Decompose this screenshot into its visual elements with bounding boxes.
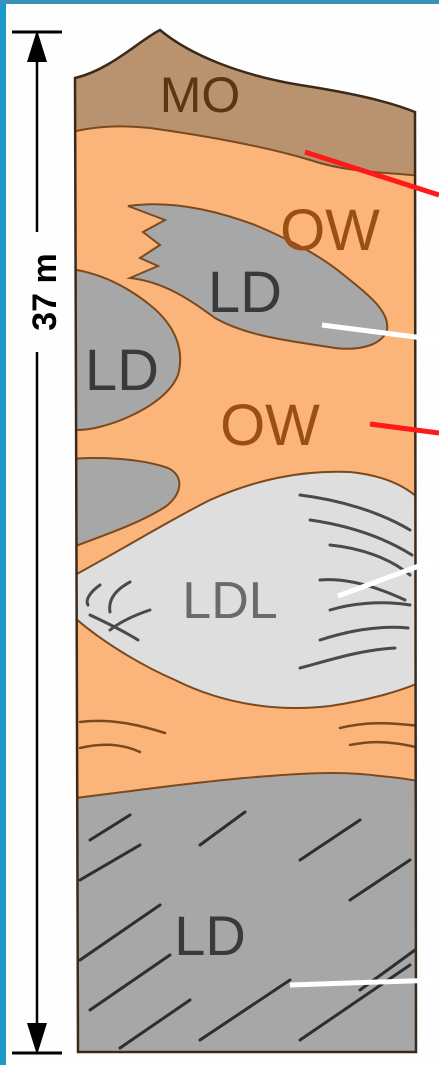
label-ow-middle: OW <box>220 393 320 458</box>
scale-label: 37 m <box>26 253 64 331</box>
unit-ld-base <box>60 773 439 1060</box>
label-ldl: LDL <box>182 572 277 630</box>
scale-bar-bottom-arrow-icon <box>27 1023 47 1055</box>
label-ld-left: LD <box>85 338 159 403</box>
label-mo: MO <box>160 67 241 123</box>
label-ld-upper-lens: LD <box>208 260 282 325</box>
label-ld-base: LD <box>174 904 246 967</box>
scale-bar-top-arrow-icon <box>27 30 47 62</box>
label-ow-upper: OW <box>280 198 380 263</box>
scale-bar: 37 m <box>12 30 64 1055</box>
